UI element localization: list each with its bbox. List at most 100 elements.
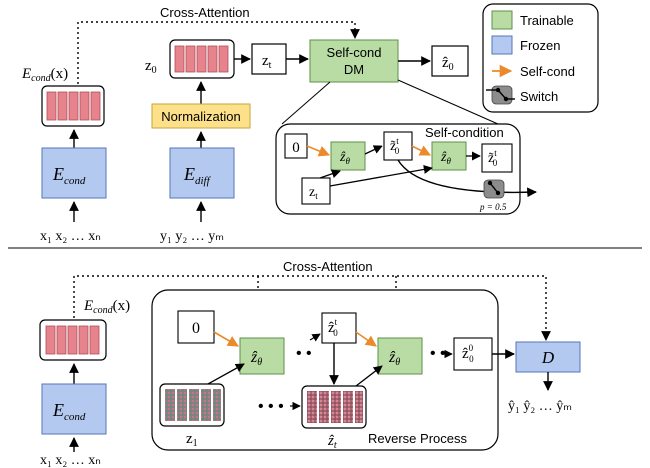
top-zt-label: zt (262, 53, 272, 71)
top-self-cond-dm-line2: DM (344, 62, 364, 77)
top-zoom-line-left (281, 81, 331, 125)
bottom-zhat-t-noise (301, 385, 367, 429)
top-inputs-y: y₁ y₂ … yₘ (160, 229, 224, 244)
bottom-zhat-t0-box (321, 312, 357, 344)
bottom-ellipsis-3: • • • (258, 398, 284, 415)
legend: Trainable Frozen Self-cond Switch (482, 3, 599, 113)
legend-box (482, 3, 599, 113)
top-cond-embed-label: Econd(x) (21, 66, 68, 84)
legend-self-cond-label: Self-cond (520, 64, 575, 79)
embedding-bar (90, 91, 101, 121)
top-sc-ztheta-box-1 (330, 141, 366, 171)
top-diff-encoder (169, 147, 235, 199)
bottom-outputs-y: ŷ₁ ŷ₂ … ŷₘ (508, 399, 572, 414)
legend-switch-icon (486, 85, 515, 105)
top-normalization-block (151, 103, 251, 129)
embedding-bar (67, 325, 78, 355)
bottom-decoder (515, 341, 581, 373)
top-sc-ztilde-box-1 (383, 131, 413, 161)
top-self-cond-dm-line1: Self-cond (327, 45, 382, 60)
bottom-zero-box (177, 310, 215, 344)
bottom-z1-noise (159, 383, 225, 427)
top-sc-switch-path (397, 159, 537, 198)
top-sc-orange-arrow-1 (306, 145, 331, 157)
top-sc-ztilde-box-2 (481, 143, 513, 173)
bottom-inputs-x: x₁ x₂ … xₙ (40, 453, 101, 468)
top-cross-attention-line (77, 21, 360, 84)
bottom-arrow-to-zhat-t0 (309, 333, 321, 342)
switch-icon (483, 179, 505, 199)
bottom-zhat-t-label: ẑt (327, 433, 337, 451)
top-diff-encoder-label: Ediff (183, 164, 212, 187)
top-sc-probability: p = 0.5 (479, 202, 507, 212)
top-sc-ztheta-label-2: ẑθ (440, 150, 451, 166)
top-sc-zt-label: zt (309, 185, 318, 201)
top-sc-arrow-zt-to-ztheta2 (329, 164, 433, 187)
bottom-orange-arrow-2 (355, 331, 377, 347)
top-sc-arrow-to-ztilde-1 (364, 145, 383, 155)
bottom-cross-attention-line (73, 275, 551, 341)
top-self-condition-title: Self-condition (425, 125, 504, 140)
bottom-ztheta-box-2 (377, 337, 423, 375)
bottom-arrow-z1-to-ztheta (207, 363, 245, 385)
embedding-bar (45, 325, 56, 355)
bottom-orange-arrow-1 (213, 331, 239, 347)
top-sc-ztheta-label-1: ẑθ (339, 150, 350, 166)
legend-trainable-swatch (491, 10, 513, 30)
embedding-bar (56, 325, 67, 355)
bottom-cond-encoder-label: Econd (52, 400, 86, 423)
bottom-ellipsis-1: • • (296, 345, 312, 362)
top-cross-attention-label: Cross-Attention (160, 5, 250, 20)
top-z0-label: z0 (145, 58, 157, 76)
top-sc-zero-label: 0 (292, 140, 300, 156)
top-zt-box (251, 43, 287, 75)
bottom-panel: Cross-Attention Reverse Process Econd(x)… (39, 259, 581, 468)
embedding-bar (207, 45, 218, 73)
legend-switch-label: Switch (520, 89, 558, 104)
bottom-z1-label: z1 (186, 431, 198, 449)
embedding-bar (89, 325, 100, 355)
bottom-cond-embedding (39, 319, 107, 361)
bottom-cond-embed-label: Econd(x) (83, 298, 130, 316)
embedding-bar (196, 45, 207, 73)
bottom-zhat-00-box (453, 337, 493, 371)
top-cond-encoder-label: Econd (52, 164, 86, 187)
top-panel: Cross-Attention Econd(x) Econd x₁ x₂ … x… (21, 5, 537, 244)
bottom-arrow-zhat-t-to-ztheta (355, 365, 383, 387)
legend-trainable-label: Trainable (520, 13, 574, 28)
bottom-zero-label: 0 (192, 320, 200, 337)
embedding-bar (218, 45, 229, 73)
legend-frozen-label: Frozen (520, 38, 560, 53)
bottom-ztheta-box-1 (239, 337, 285, 375)
embedding-bar (78, 325, 89, 355)
bottom-cross-attention-label: Cross-Attention (283, 259, 373, 274)
top-sc-orange-arrow-2 (411, 145, 432, 156)
top-cond-embedding (41, 85, 105, 127)
bottom-ztheta-label-1: ẑθ (250, 349, 262, 368)
bottom-decoder-label: D (541, 348, 555, 367)
bottom-reverse-process-label: Reverse Process (368, 431, 467, 446)
top-zhat0-label: ẑ0 (442, 55, 454, 73)
bottom-cond-encoder (41, 383, 107, 435)
bottom-ztheta-label-2: ẑθ (388, 349, 400, 368)
embedding-bar (174, 45, 185, 73)
top-inputs-x: x₁ x₂ … xₙ (40, 229, 101, 244)
top-zhat0-box (431, 45, 469, 77)
top-sc-arrow-zt-to-ztheta1 (319, 169, 341, 179)
top-sc-zt-box (301, 177, 331, 205)
top-normalization-label: Normalization (161, 109, 240, 124)
embedding-bar (57, 91, 68, 121)
top-cond-encoder (41, 147, 107, 199)
embedding-bar (79, 91, 90, 121)
embedding-bar (185, 45, 196, 73)
embedding-bar (46, 91, 57, 121)
bottom-reverse-process-box (151, 289, 499, 451)
embedding-bar (68, 91, 79, 121)
top-z0-embedding (169, 39, 235, 79)
top-zoom-line-right (397, 79, 499, 125)
